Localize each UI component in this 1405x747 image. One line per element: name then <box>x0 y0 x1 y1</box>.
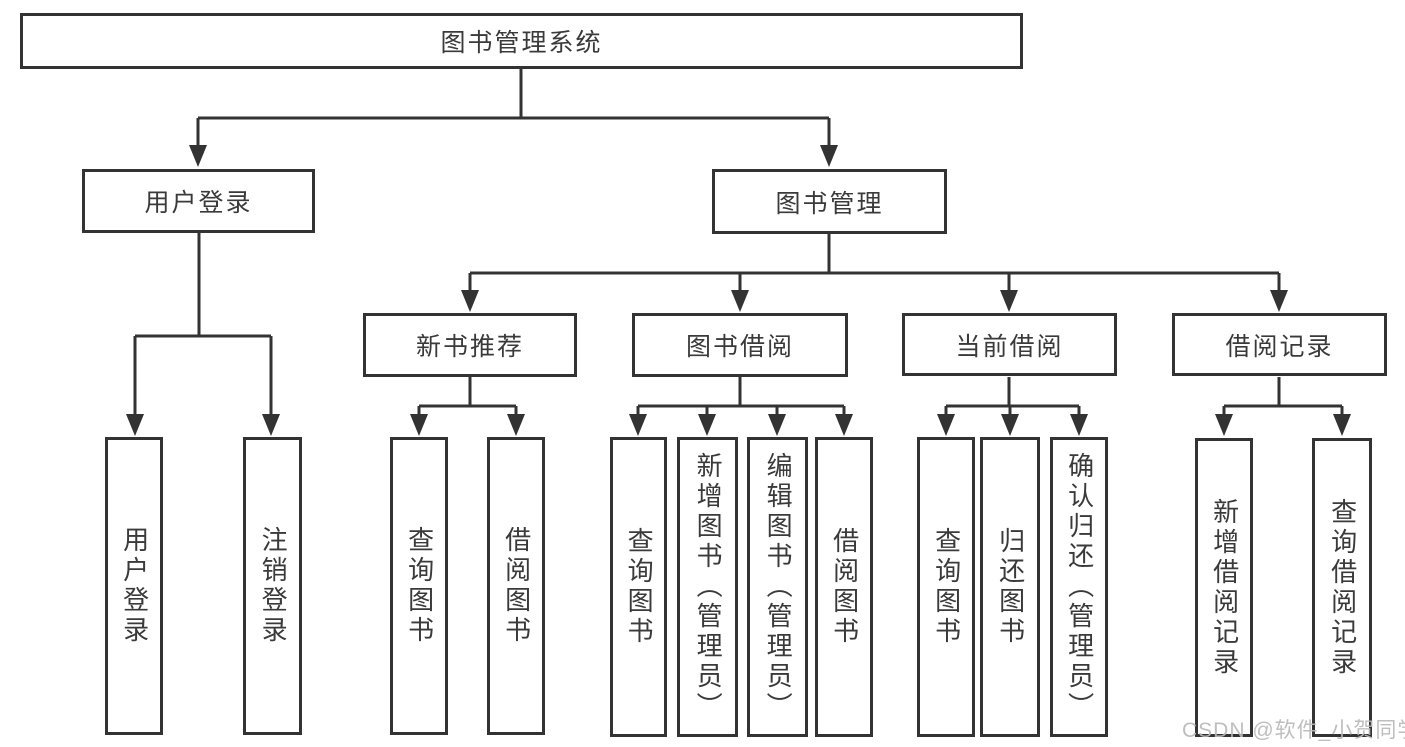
leaf-confirm-return-admin-label: 确认归还（管理员） <box>1064 452 1095 722</box>
csdn-watermark: CSDN @软件_小贺同学 <box>1182 719 1405 742</box>
leaf-query-books-3-label: 查询图书 <box>931 527 962 647</box>
leaf-edit-books-admin-label: 编辑图书（管理员） <box>763 452 794 722</box>
leaf-add-borrow-record-label: 新增借阅记录 <box>1209 497 1240 678</box>
node-borrow-records: 借阅记录 <box>1172 313 1387 376</box>
node-current-borrow: 当前借阅 <box>902 313 1117 376</box>
leaf-add-borrow-record: 新增借阅记录 <box>1195 438 1253 737</box>
root-node: 图书管理系统 <box>20 13 1023 69</box>
arrowheads <box>126 145 1351 436</box>
node-user-login-label: 用户登录 <box>144 189 253 217</box>
leaf-borrow-books-1-label: 借阅图书 <box>501 526 532 646</box>
leaf-borrow-books-2-label: 借阅图书 <box>829 527 860 647</box>
node-current-borrow-label: 当前借阅 <box>955 332 1064 361</box>
leaf-query-books-1: 查询图书 <box>390 437 448 735</box>
leaf-logout: 注销登录 <box>243 437 302 735</box>
leaf-query-books-2-label: 查询图书 <box>624 527 655 647</box>
leaf-query-borrow-record-label: 查询借阅记录 <box>1327 497 1358 678</box>
leaf-add-books-admin-label: 新增图书（管理员） <box>693 452 724 722</box>
leaf-edit-books-admin: 编辑图书（管理员） <box>747 437 808 737</box>
leaf-query-books-3: 查询图书 <box>917 437 975 737</box>
leaf-borrow-books-2: 借阅图书 <box>815 437 873 737</box>
leaf-return-books: 归还图书 <box>980 437 1040 737</box>
leaf-query-borrow-record: 查询借阅记录 <box>1312 438 1372 737</box>
leaf-add-books-admin: 新增图书（管理员） <box>677 437 738 737</box>
node-book-management-label: 图书管理 <box>775 189 884 218</box>
node-book-borrow: 图书借阅 <box>632 313 848 377</box>
leaf-borrow-books-1: 借阅图书 <box>487 437 545 735</box>
node-book-borrow-label: 图书借阅 <box>685 333 794 361</box>
leaf-logout-label: 注销登录 <box>258 526 289 646</box>
leaf-query-books-1-label: 查询图书 <box>404 526 435 646</box>
leaf-user-login: 用户登录 <box>105 437 163 735</box>
node-user-login: 用户登录 <box>82 169 315 233</box>
node-book-management: 图书管理 <box>712 169 947 234</box>
node-new-book-recommend-label: 新书推荐 <box>415 333 524 361</box>
leaf-query-books-2: 查询图书 <box>610 437 667 737</box>
leaf-user-login-label: 用户登录 <box>119 526 150 646</box>
node-borrow-records-label: 借阅记录 <box>1225 332 1334 361</box>
root-node-label: 图书管理系统 <box>440 29 603 57</box>
leaf-confirm-return-admin: 确认归还（管理员） <box>1050 437 1108 737</box>
leaf-return-books-label: 归还图书 <box>995 527 1026 647</box>
node-new-book-recommend: 新书推荐 <box>363 313 577 377</box>
